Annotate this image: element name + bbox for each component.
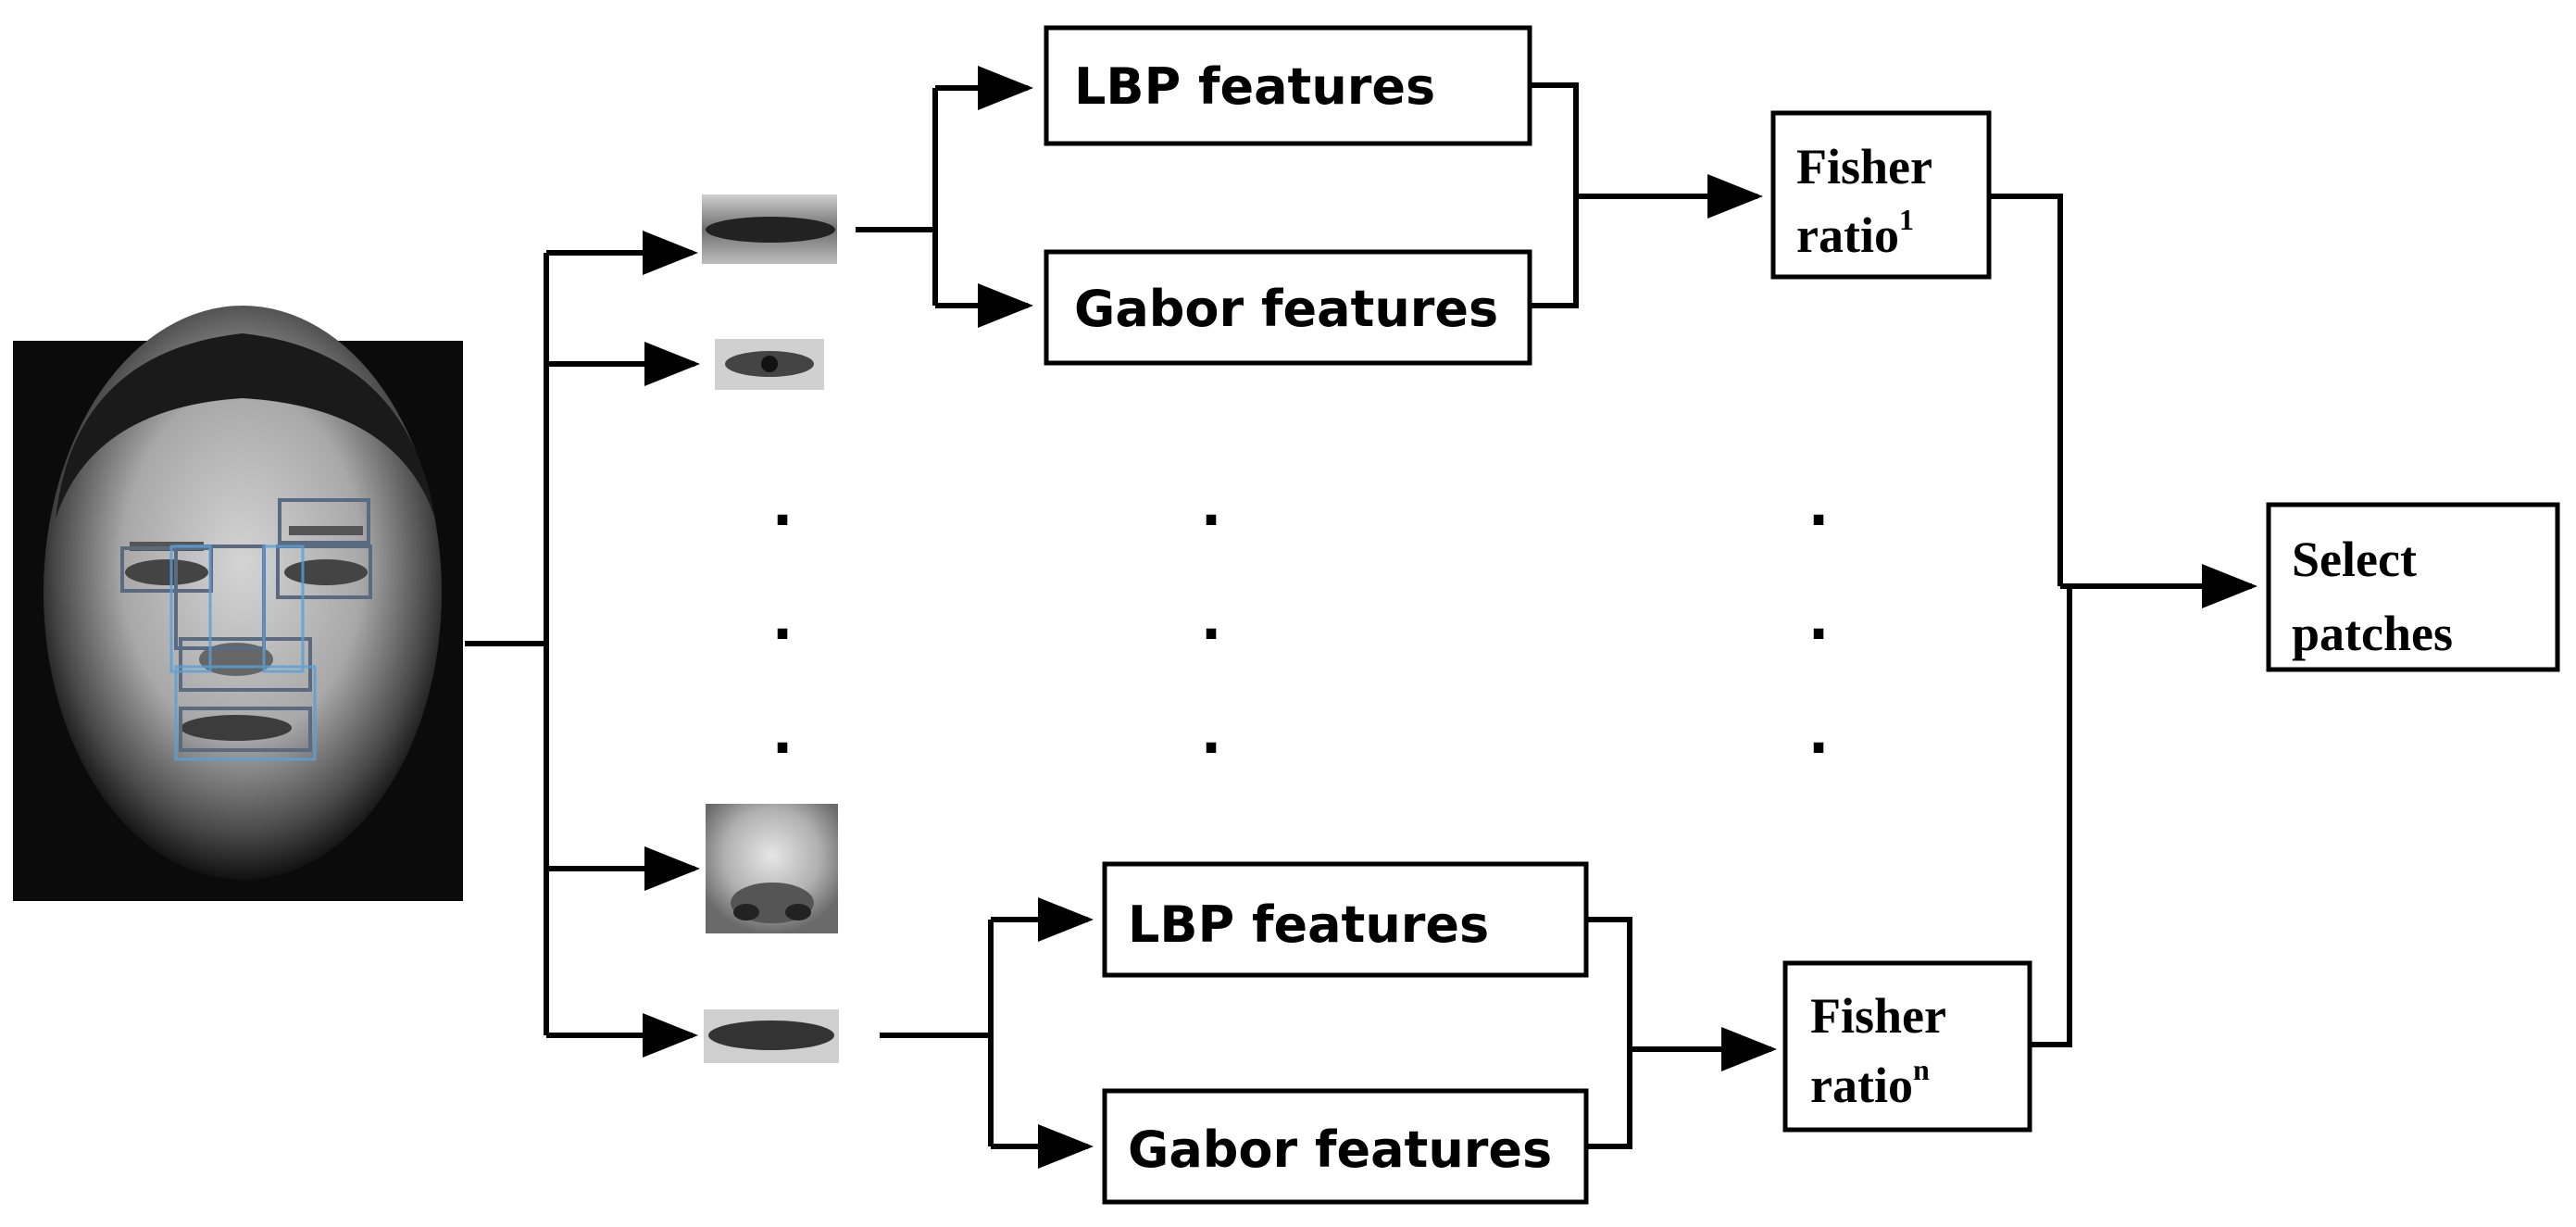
- bottom-fisher-line2: ratio: [1810, 1058, 1913, 1113]
- bottom-lbp-label: LBP features: [1128, 895, 1489, 954]
- top-lbp-box: LBP features: [1044, 25, 1532, 146]
- top-fisher-box: Fisher ratio1: [1770, 110, 1992, 280]
- patch-eyebrow: [702, 194, 837, 264]
- top-merge-bracket: [1530, 82, 1579, 308]
- bottom-merge-bracket: [1586, 917, 1632, 1149]
- bottom-lbp-box: LBP features: [1102, 861, 1589, 978]
- dot-col3-row1: ·: [1808, 488, 1830, 553]
- connectors: [465, 66, 2257, 1169]
- dot-col1-row1: ·: [772, 488, 794, 553]
- top-fisher-to-merge: [1989, 194, 2063, 586]
- svg-text:ration: ration: [1810, 1053, 1930, 1113]
- top-gabor-label: Gabor features: [1074, 280, 1498, 338]
- bottom-fisher-to-merge: [2030, 586, 2072, 1047]
- bottom-fisher-superscript: n: [1913, 1053, 1930, 1086]
- top-lbp-label: LBP features: [1074, 57, 1435, 116]
- bottom-gabor-label: Gabor features: [1128, 1121, 1552, 1179]
- svg-text:ratio1: ratio1: [1796, 203, 1914, 263]
- dot-col1-row2: ·: [772, 602, 794, 667]
- bottom-fisher-line1: Fisher: [1810, 988, 1946, 1044]
- patch-nose: [706, 804, 838, 933]
- dot-col2-row1: ·: [1201, 488, 1222, 553]
- dot-col1-row3: ·: [772, 716, 794, 781]
- dot-col2-row2: ·: [1201, 602, 1222, 667]
- dot-col2-row3: ·: [1201, 716, 1222, 781]
- bottom-gabor-box: Gabor features: [1102, 1088, 1589, 1205]
- ellipsis-dots: · · · · · · · · ·: [772, 488, 1830, 781]
- select-patches-box: Select patches: [2266, 502, 2560, 672]
- top-fisher-superscript: 1: [1899, 203, 1914, 236]
- patch-eye: [715, 339, 824, 390]
- top-fisher-line2: ratio: [1796, 207, 1899, 263]
- select-patches-line1: Select: [2292, 532, 2417, 587]
- bottom-fisher-box: Fisher ration: [1782, 960, 2032, 1133]
- top-gabor-box: Gabor features: [1044, 249, 1532, 366]
- patch-mouth: [704, 1009, 839, 1063]
- dot-col3-row2: ·: [1808, 602, 1830, 667]
- face-image: [13, 306, 463, 901]
- dot-col3-row3: ·: [1808, 716, 1830, 781]
- top-fisher-line1: Fisher: [1796, 139, 1932, 194]
- select-patches-line2: patches: [2292, 606, 2453, 661]
